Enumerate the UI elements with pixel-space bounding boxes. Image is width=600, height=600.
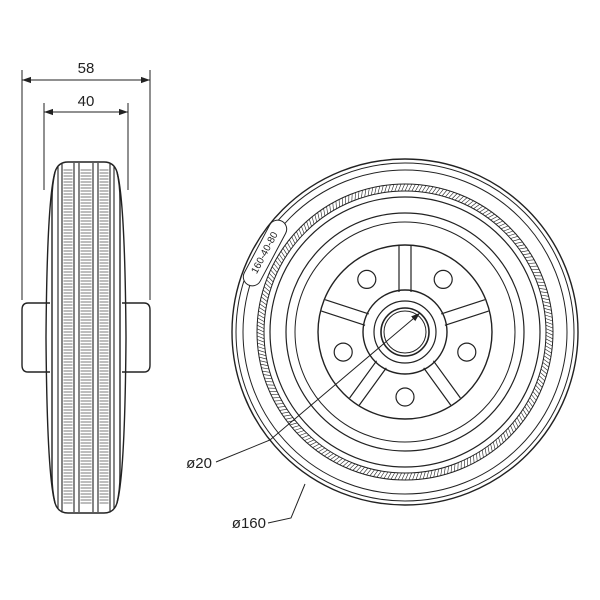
overall-width-label: 58 xyxy=(78,60,95,77)
bolt-hole xyxy=(357,269,377,289)
tire-outer-edge xyxy=(231,158,579,506)
hub-ring xyxy=(362,289,448,375)
dimension-overall-width xyxy=(21,70,151,300)
tread-grooves xyxy=(57,163,115,512)
rim-spokes xyxy=(321,246,489,406)
hub-right xyxy=(122,302,151,373)
bolt-hole xyxy=(395,387,415,407)
axle-bore xyxy=(380,307,430,357)
rim-bolt-holes xyxy=(333,269,477,407)
hub-left xyxy=(21,302,50,373)
side-view xyxy=(21,70,151,514)
bolt-hole xyxy=(433,269,453,289)
bore-diameter-label: ø20 xyxy=(186,455,212,472)
bolt-hole xyxy=(457,342,477,362)
leader-wheel xyxy=(267,483,306,524)
wheel-diameter-label: ø160 xyxy=(232,515,266,532)
rim-disk xyxy=(317,244,493,420)
tire-profile xyxy=(45,161,127,514)
tread-hatch-ring xyxy=(256,183,554,481)
bolt-hole xyxy=(333,342,353,362)
dimension-tread-width xyxy=(43,103,129,190)
tread-width-label: 40 xyxy=(78,93,95,110)
tread-texture xyxy=(63,169,109,504)
front-view: 160-40-80 xyxy=(215,158,579,524)
leader-bore xyxy=(215,312,421,463)
